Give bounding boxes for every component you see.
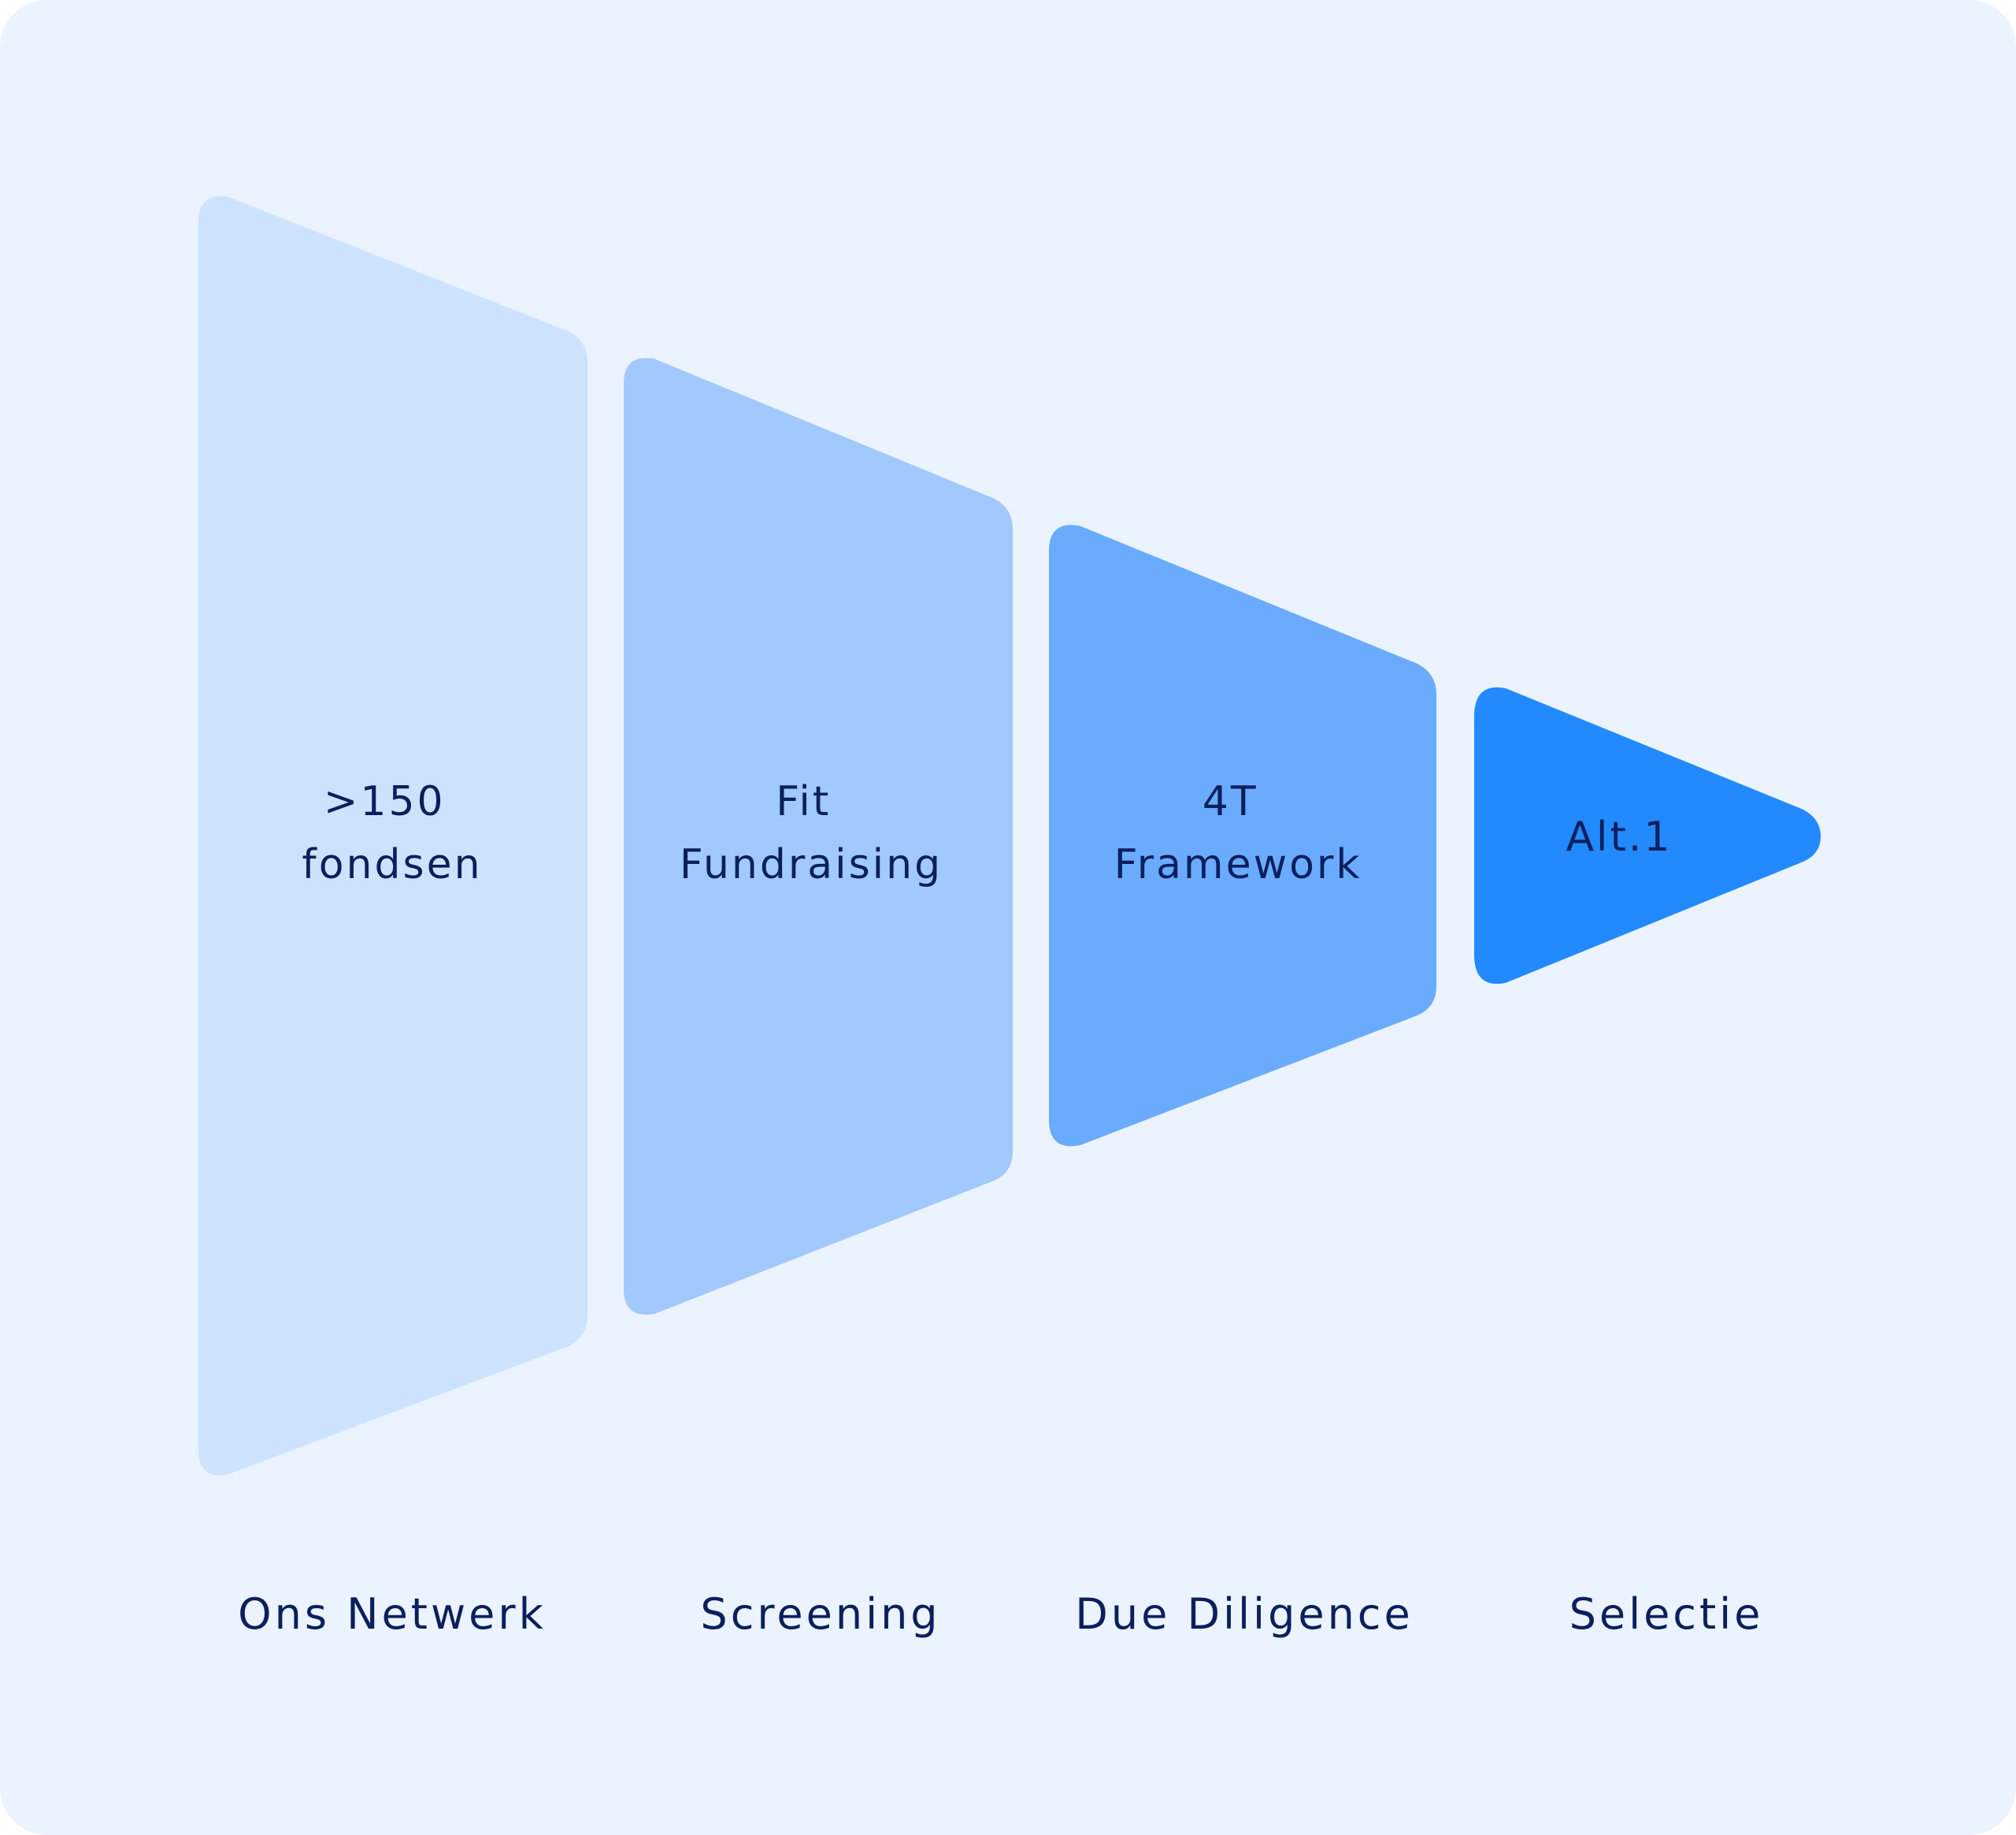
stage-value-line: Alt.1 <box>1566 814 1672 861</box>
stage-label-screening: Screening <box>700 1589 940 1639</box>
stage-value-line: Framework <box>1114 841 1362 888</box>
stage-value-due-diligence: 4T Framework <box>1114 778 1362 888</box>
stage-shape-selectie <box>1474 687 1821 984</box>
stage-shape-screening <box>624 358 1013 1315</box>
stage-label-due-diligence: Due Diligence <box>1075 1589 1413 1639</box>
stage-value-line: fondsen <box>302 841 482 888</box>
stage-value-selectie: Alt.1 <box>1566 814 1672 861</box>
stage-value-line: Fundraising <box>680 841 943 888</box>
stage-value-line: >150 <box>324 778 446 825</box>
stage-label-ons-netwerk: Ons Netwerk <box>238 1589 547 1639</box>
stage-shape-ons-netwerk <box>198 196 587 1476</box>
stage-value-ons-netwerk: >150 fondsen <box>302 778 482 888</box>
stage-shape-due-diligence <box>1049 525 1436 1147</box>
stage-value-screening: Fit Fundraising <box>680 778 943 888</box>
stage-label-selectie: Selectie <box>1569 1589 1764 1639</box>
stage-value-line: Fit <box>776 778 831 825</box>
stage-value-line: 4T <box>1203 778 1258 825</box>
